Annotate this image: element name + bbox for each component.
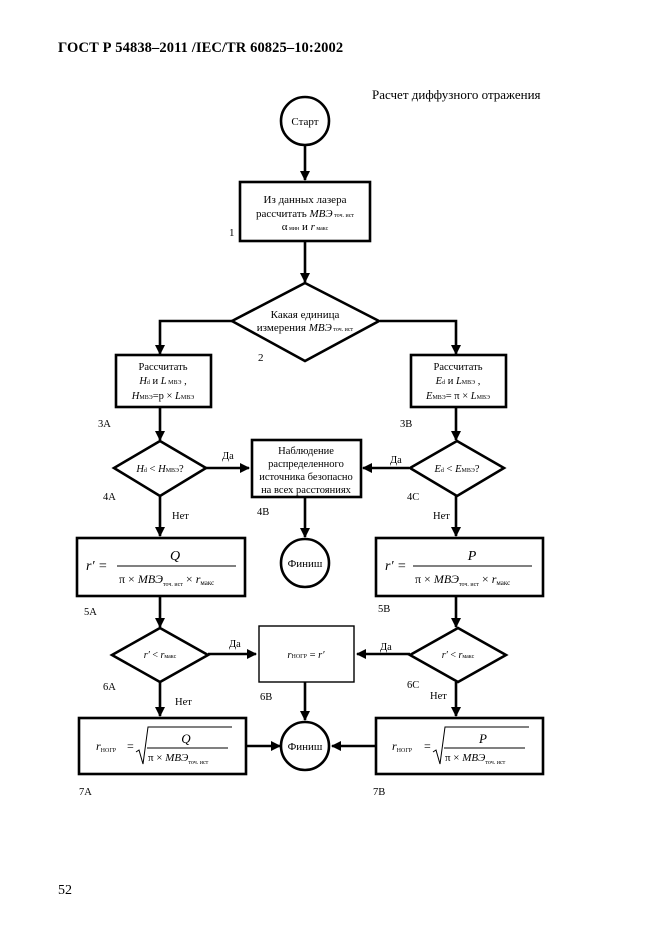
start-label: Старт — [291, 116, 318, 128]
step-4b-number: 4B — [257, 507, 269, 518]
svg-text:Q: Q — [170, 549, 180, 564]
svg-text:Финиш: Финиш — [288, 558, 323, 570]
step-4b-box: Наблюдение распределенного источника без… — [250, 438, 363, 518]
svg-text:rНОГР: rНОГР — [96, 739, 117, 754]
svg-text:Hd < HМВЭ?: Hd < HМВЭ? — [135, 464, 184, 475]
svg-text:r′ =: r′ = — [385, 559, 406, 574]
step-3a-number: 3A — [98, 419, 111, 430]
step-4a-decision: Hd < HМВЭ? Да Нет 4A — [103, 439, 234, 522]
step-5b-box: r′ = P π × МВЭточ. ист × rмакс 5B — [374, 536, 545, 615]
svg-text:распределенного: распределенного — [268, 459, 344, 470]
step-6a-number: 6A — [103, 682, 116, 693]
svg-text:rНОГР: rНОГР — [392, 739, 413, 754]
step-4a-number: 4A — [103, 492, 116, 503]
step-1-box: Из данных лазера рассчитать МВЭ точ. ист… — [229, 180, 372, 243]
svg-text:rНОГР = r′: rНОГР = r′ — [287, 650, 325, 661]
svg-text:Q: Q — [181, 731, 191, 746]
step-4c-no-label: Нет — [433, 511, 450, 522]
svg-text:π × МВЭточ. ист: π × МВЭточ. ист — [445, 752, 506, 766]
step-4a-no-label: Нет — [172, 511, 189, 522]
svg-text:π × МВЭточ. ист: π × МВЭточ. ист — [148, 752, 209, 766]
step-4a-yes-label: Да — [222, 451, 234, 462]
svg-text:EМВЭ= π × LМВЭ: EМВЭ= π × LМВЭ — [425, 391, 490, 402]
svg-text:Ed и LМВЭ ,: Ed и LМВЭ , — [435, 376, 481, 387]
finish-node-2: Финиш — [279, 720, 331, 772]
step-6c-no-label: Нет — [430, 691, 447, 702]
svg-text:r′ < rмакс: r′ < rмакс — [144, 650, 177, 661]
step-6c-yes-label: Да — [380, 642, 392, 653]
step-5a-box: r′ = Q π × МВЭточ. ист × rмакс 5A — [75, 536, 247, 618]
svg-text:Наблюдение: Наблюдение — [278, 446, 334, 457]
svg-text:рассчитать МВЭ точ. ист: рассчитать МВЭ точ. ист — [256, 208, 354, 220]
svg-text:Какая единица: Какая единица — [271, 309, 340, 321]
step-4c-number: 4C — [407, 492, 419, 503]
svg-text:источника безопасно: источника безопасно — [259, 472, 353, 483]
step-7a-number: 7A — [79, 787, 92, 798]
svg-text:π × МВЭточ. ист × rмакс: π × МВЭточ. ист × rмакс — [415, 572, 510, 588]
step-7b-number: 7B — [373, 787, 385, 798]
step-6a-decision: r′ < rмакс Да Нет 6A — [103, 626, 241, 708]
svg-text:Hd и L МВЭ ,: Hd и L МВЭ , — [138, 376, 186, 387]
svg-text:Из данных лазера: Из данных лазера — [264, 194, 347, 206]
step-7a-box: rНОГР = Q π × МВЭточ. ист 7A — [77, 716, 248, 798]
arrow-2-to-3a — [155, 319, 232, 355]
step-6a-no-label: Нет — [175, 697, 192, 708]
svg-text:P: P — [478, 731, 487, 746]
step-6b-number: 6B — [260, 692, 272, 703]
step-3a-box: Рассчитать Hd и L МВЭ , HМВЭ=p × LМВЭ 3A — [98, 353, 213, 430]
step-6c-number: 6C — [407, 680, 419, 691]
finish-node-1: Финиш — [279, 537, 331, 589]
page-number: 52 — [58, 883, 72, 898]
step-6b-box: rНОГР = r′ 6B — [258, 625, 355, 703]
svg-text:измерения МВЭ точ. ист: измерения МВЭ точ. ист — [257, 322, 354, 334]
svg-text:Рассчитать: Рассчитать — [139, 362, 188, 373]
svg-text:HМВЭ=p × LМВЭ: HМВЭ=p × LМВЭ — [131, 391, 194, 402]
step-5a-number: 5A — [84, 607, 97, 618]
step-4c-yes-label: Да — [390, 455, 402, 466]
connectors — [155, 146, 461, 751]
arrow-2-to-3b — [380, 319, 461, 355]
step-6a-yes-label: Да — [229, 639, 241, 650]
step-3b-number: 3B — [400, 419, 412, 430]
step-2-decision: Какая единица измерения МВЭ точ. ист 2 — [229, 281, 382, 364]
step-3b-box: Рассчитать Ed и LМВЭ , EМВЭ= π × LМВЭ 3B — [400, 353, 508, 430]
svg-text:Финиш: Финиш — [288, 741, 323, 753]
svg-text:α мин и r макс: α мин и r макс — [282, 221, 329, 233]
document-header: ГОСТ Р 54838–2011 /IEC/TR 60825–10:2002 — [58, 40, 344, 56]
start-node: Старт — [279, 95, 331, 147]
step-5b-number: 5B — [378, 604, 390, 615]
step-6c-decision: r′ < rмакс Да Нет 6C — [380, 626, 509, 702]
svg-text:=: = — [424, 739, 431, 753]
svg-text:π × МВЭточ. ист × rмакс: π × МВЭточ. ист × rмакс — [119, 572, 214, 588]
step-7b-box: rНОГР = P π × МВЭточ. ист 7B — [373, 716, 545, 798]
svg-text:на всех расстояниях: на всех расстояниях — [261, 485, 352, 496]
step-4c-decision: Ed < EМВЭ? Да Нет 4C — [390, 439, 507, 522]
svg-text:P: P — [467, 549, 477, 564]
section-title: Расчет диффузного отражения — [372, 87, 541, 102]
svg-text:=: = — [127, 739, 134, 753]
svg-text:r′ =: r′ = — [86, 559, 107, 574]
step-1-number: 1 — [229, 227, 235, 239]
svg-text:Ed < EМВЭ?: Ed < EМВЭ? — [434, 464, 480, 475]
svg-text:Рассчитать: Рассчитать — [434, 362, 483, 373]
svg-text:r′ < rмакс: r′ < rмакс — [442, 650, 475, 661]
step-2-number: 2 — [258, 352, 264, 364]
